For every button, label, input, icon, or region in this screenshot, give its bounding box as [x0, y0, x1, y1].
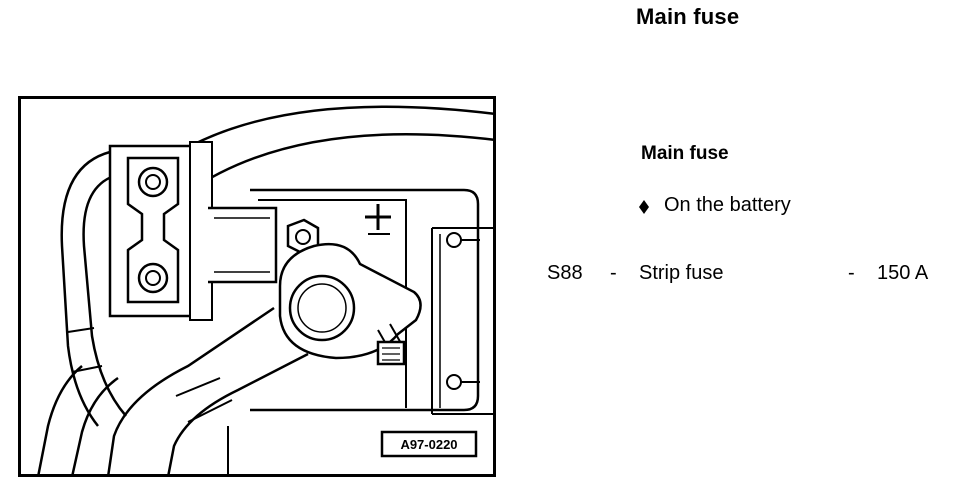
bullet-text: On the battery — [664, 194, 791, 216]
main-cable-upper — [106, 306, 275, 477]
side-clip-bottom — [446, 374, 462, 390]
cable-left-outer — [60, 150, 111, 427]
main-cable-lower — [166, 352, 309, 477]
cable-bundle-left — [36, 365, 83, 477]
spec-separator-2: - — [848, 262, 855, 284]
battery-housing — [250, 188, 480, 412]
clamp-bolt-head — [376, 340, 406, 366]
bullet-item: On the battery — [638, 194, 791, 217]
cable-bundle-right — [70, 376, 119, 477]
clamp-bolt-thread — [382, 347, 400, 361]
fuse-screw-top-core — [145, 174, 161, 190]
section-heading: Main fuse — [641, 143, 729, 164]
connector-strap — [208, 206, 278, 284]
connector-strap-detail — [214, 217, 270, 273]
battery-top-recess — [258, 199, 407, 408]
cable-left-inner — [82, 174, 127, 417]
strip-fuse-element — [126, 156, 180, 304]
battery-fuse-illustration: A97-0220 — [18, 96, 496, 477]
spec-separator-1: - — [610, 262, 617, 284]
figure-frame — [18, 96, 496, 477]
illustration-drawing: A97-0220 — [18, 96, 496, 477]
main-cable-sleeve — [175, 377, 233, 423]
side-clip-top — [446, 232, 462, 248]
plus-marking — [365, 204, 391, 230]
spec-code: S88 — [547, 262, 583, 284]
fuse-screw-top — [137, 166, 169, 198]
terminal-nut-core — [295, 229, 311, 245]
fuse-screw-bottom-core — [145, 270, 161, 286]
fuse-screw-bottom — [137, 262, 169, 294]
reference-label-box — [380, 430, 478, 458]
reference-label: A97-0220 — [400, 437, 457, 452]
spec-description: Strip fuse — [639, 262, 724, 284]
battery-pole-inner — [297, 283, 347, 333]
panel-curve-inner — [187, 133, 496, 194]
page-title: Main fuse — [636, 4, 740, 29]
battery-side-rail — [431, 227, 496, 415]
diamond-icon — [638, 198, 650, 214]
spec-value: 150 A — [877, 262, 929, 284]
battery-pole — [288, 274, 356, 342]
